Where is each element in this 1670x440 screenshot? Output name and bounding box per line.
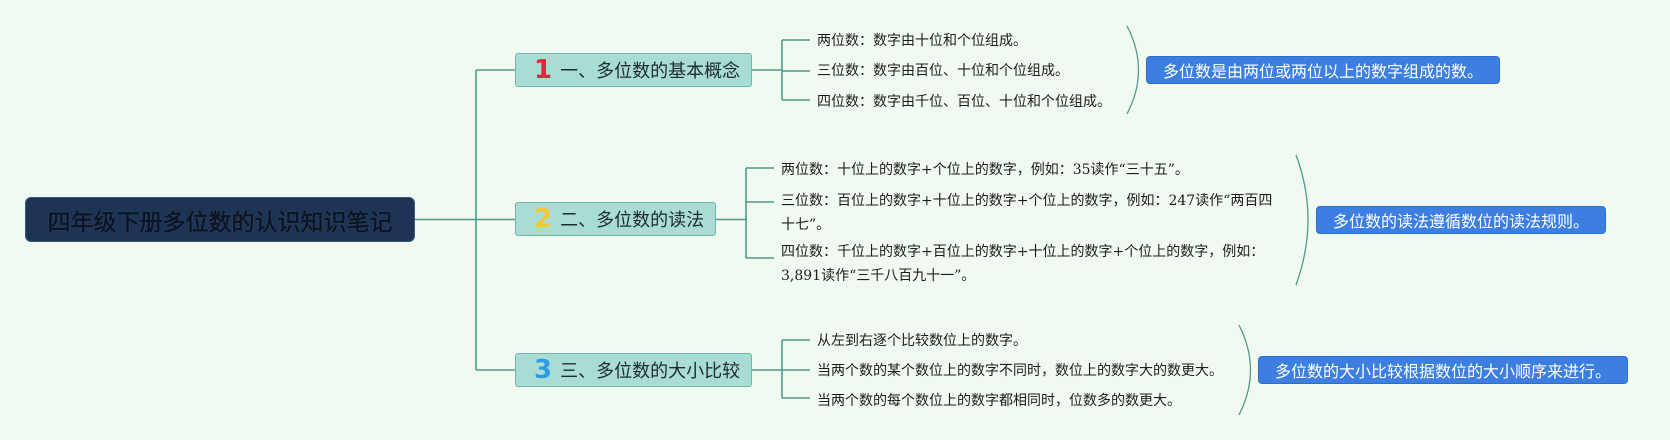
summary-brace-1	[1126, 25, 1140, 115]
leaf-group-2-connector	[716, 167, 774, 259]
root-title: 四年级下册多位数的认识知识笔记	[47, 209, 393, 236]
leaf-1-2[interactable]: 三位数：数字由百位、十位和个位组成。	[817, 63, 1069, 79]
branch-2[interactable]: 2 二、多位数的读法	[515, 202, 716, 236]
root-topic[interactable]: 四年级下册多位数的认识知识笔记	[25, 197, 415, 242]
leaf-1-3[interactable]: 四位数：数字由千位、百位、十位和个位组成。	[817, 94, 1111, 110]
branch-number-1: 1	[534, 55, 553, 85]
summary-brace-3	[1238, 324, 1252, 416]
branch-3[interactable]: 3 三、多位数的大小比较	[515, 353, 752, 387]
branch-1[interactable]: 1 一、多位数的基本概念	[515, 53, 752, 87]
leaf-group-1-connector	[752, 39, 810, 101]
branch-label-1: 一、多位数的基本概念	[560, 61, 741, 82]
branch-number-2: 2	[534, 204, 553, 234]
leaf-group-3-connector	[752, 339, 810, 399]
leaf-2-1[interactable]: 两位数：十位上的数字+个位上的数字，例如：35读作“三十五”。	[781, 162, 1189, 178]
branch-number-3: 3	[534, 355, 553, 385]
leaf-2-3[interactable]: 四位数：千位上的数字+百位上的数字+十位上的数字+个位上的数字，例如：3,891…	[781, 244, 1265, 284]
summary-2[interactable]: 多位数的读法遵循数位的读法规则。	[1316, 206, 1607, 234]
leaf-2-2[interactable]: 三位数：百位上的数字+十位上的数字+个位上的数字，例如：247读作“两百四十七”…	[781, 193, 1273, 233]
leaf-3-2[interactable]: 当两个数的某个数位上的数字不同时，数位上的数字大的数更大。	[817, 363, 1223, 379]
leaf-3-3[interactable]: 当两个数的每个数位上的数字都相同时，位数多的数更大。	[817, 393, 1181, 409]
summary-1[interactable]: 多位数是由两位或两位以上的数字组成的数。	[1146, 56, 1501, 84]
leaf-3-1[interactable]: 从左到右逐个比较数位上的数字。	[817, 333, 1027, 349]
summary-brace-2	[1295, 154, 1309, 286]
branch-label-3: 三、多位数的大小比较	[560, 361, 741, 382]
branch-label-2: 二、多位数的读法	[560, 210, 705, 231]
leaf-1-1[interactable]: 两位数：数字由十位和个位组成。	[817, 33, 1027, 49]
summary-3[interactable]: 多位数的大小比较根据数位的大小顺序来进行。	[1258, 356, 1629, 384]
